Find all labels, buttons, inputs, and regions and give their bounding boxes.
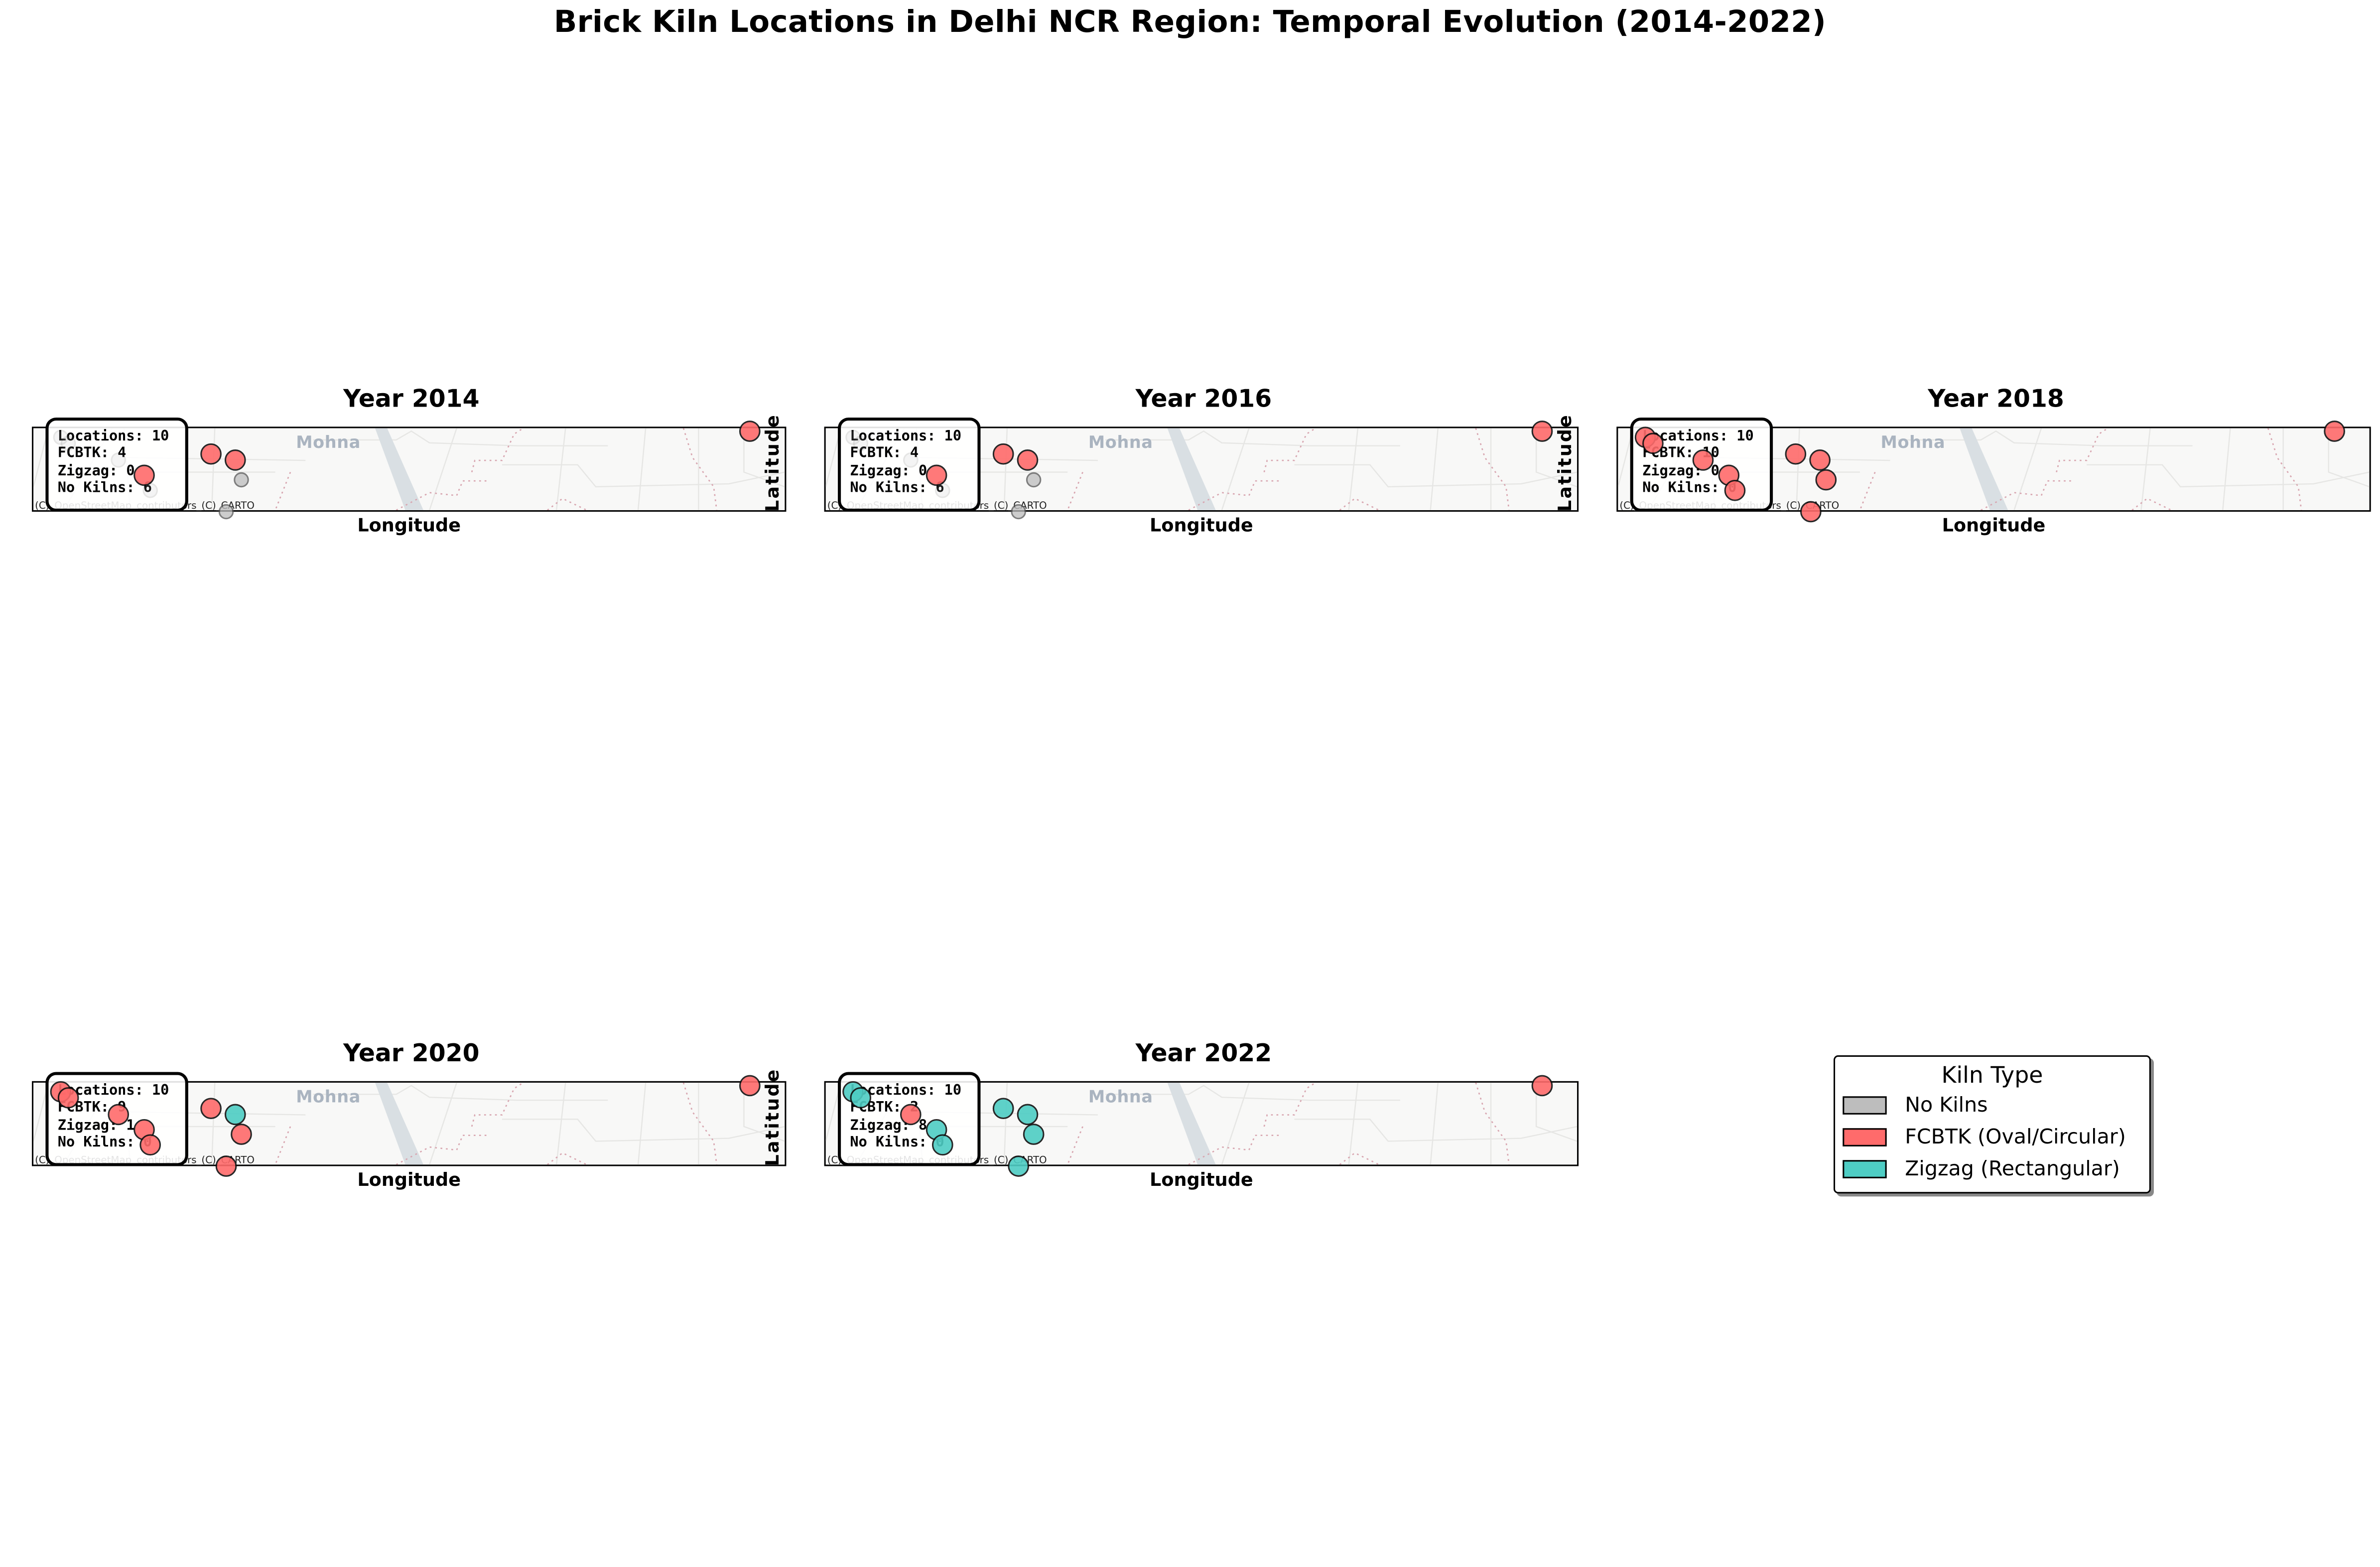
figure-title: Brick Kiln Locations in Delhi NCR Region…: [553, 3, 1827, 40]
kiln-marker-fcbtk-loc4[interactable]: [925, 465, 947, 487]
kiln-marker-fcbtk-loc4[interactable]: [132, 465, 154, 487]
map-axes[interactable]: Mohna (C)_OpenStreetMap_contributors_(C)…: [1616, 418, 2371, 523]
stats-no-kilns: No Kilns: 6: [850, 480, 944, 497]
kiln-marker-fcbtk-loc7[interactable]: [225, 449, 247, 470]
legend-label-zigzag: Zigzag (Rectangular): [1905, 1156, 2120, 1181]
map-axes[interactable]: Mohna (C)_OpenStreetMap_contributors_(C)…: [31, 418, 787, 520]
stats-no-kilns: No Kilns: 0: [850, 1135, 944, 1151]
legend-swatch-zigzag: [1843, 1159, 1887, 1178]
kiln-marker-fcbtk-loc10[interactable]: [1532, 1075, 1553, 1097]
stats-box: Locations: 10 FCBTK: 10 Zigzag: 0 No Kil…: [1630, 418, 1773, 512]
kiln-marker-fcbtk-loc10[interactable]: [739, 421, 761, 442]
subplot-title: Year 2018: [1928, 384, 2064, 413]
marker-layer: [33, 1075, 785, 1178]
kiln-marker-fcbtk-loc6[interactable]: [1785, 443, 1807, 464]
kiln-marker-none-loc8[interactable]: [1026, 471, 1042, 487]
kiln-marker-fcbtk-loc2[interactable]: [57, 1086, 79, 1108]
y-axis-label: Latitude: [762, 1068, 784, 1166]
place-label: Mohna: [296, 432, 361, 453]
stats-no-kilns: No Kilns: 0: [1642, 480, 1737, 497]
y-axis-label: Latitude: [1554, 414, 1576, 512]
kiln-marker-zigzag-loc8[interactable]: [1023, 1123, 1045, 1144]
stats-locations: Locations: 10: [57, 428, 169, 445]
legend-entry-fcbtk: FCBTK (Oval/Circular): [1835, 1121, 2149, 1152]
kiln-marker-none-loc2[interactable]: [853, 435, 868, 450]
kiln-marker-zigzag-loc7[interactable]: [1017, 1103, 1039, 1125]
river: [1960, 428, 2008, 510]
river: [375, 428, 424, 510]
legend-label-fcbtk: FCBTK (Oval/Circular): [1905, 1124, 2126, 1149]
basemap-tiles: [33, 1082, 785, 1165]
kiln-marker-fcbtk-loc5[interactable]: [138, 1135, 160, 1156]
subplot-title: Year 2016: [1135, 384, 1272, 413]
kiln-marker-zigzag-loc2[interactable]: [850, 1086, 871, 1108]
subplot-2014: Year 2014 Latitude: [0, 384, 790, 581]
x-axis-label: Longitude: [357, 515, 461, 536]
legend-entry-no-kilns: No Kilns: [1835, 1089, 2149, 1121]
kiln-marker-none-loc3[interactable]: [110, 452, 126, 468]
stats-no-kilns: No Kilns: 6: [57, 480, 152, 497]
legend-title: Kiln Type: [1941, 1061, 2043, 1089]
kiln-marker-fcbtk-loc8[interactable]: [231, 1123, 253, 1144]
river: [1167, 1082, 1216, 1165]
place-label: Mohna: [1088, 432, 1153, 453]
x-axis-label: Longitude: [1150, 1169, 1253, 1191]
basemap-tiles: [825, 1082, 1578, 1165]
kiln-marker-fcbtk-loc10[interactable]: [1532, 421, 1553, 442]
subplot-2022: Year 2022 Latitude: [762, 1038, 1582, 1236]
marker-layer: [1618, 421, 2369, 523]
kiln-marker-fcbtk-loc6[interactable]: [993, 443, 1015, 464]
y-axis-label: Latitude: [762, 414, 784, 512]
map-axes[interactable]: Mohna (C)_OpenStreetMap_contributors_(C)…: [824, 1072, 1579, 1178]
stats-no-kilns: No Kilns: 0: [57, 1135, 152, 1151]
place-label: Mohna: [1088, 1087, 1153, 1107]
kiln-marker-none-loc3[interactable]: [903, 452, 918, 468]
subplot-title: Year 2022: [1135, 1038, 1272, 1068]
kiln-marker-fcbtk-loc3[interactable]: [1692, 449, 1714, 471]
kiln-marker-none-loc2[interactable]: [60, 435, 76, 450]
kiln-marker-zigzag-loc5[interactable]: [931, 1135, 953, 1156]
kiln-marker-none-loc8[interactable]: [234, 471, 250, 487]
legend-swatch-no-kilns: [1843, 1095, 1887, 1114]
legend-entry-zigzag: Zigzag (Rectangular): [1835, 1152, 2149, 1184]
legend: Kiln Type No Kilns FCBTK (Oval/Circular)…: [1834, 1055, 2151, 1194]
river: [1167, 428, 1216, 510]
marker-layer: [826, 421, 1577, 520]
kiln-marker-fcbtk-loc9[interactable]: [216, 1156, 238, 1178]
kiln-marker-fcbtk-loc5[interactable]: [1723, 480, 1745, 502]
kiln-marker-fcbtk-loc10[interactable]: [739, 1075, 761, 1097]
subplot-2018: Year 2018 Latitude: [1554, 384, 2374, 581]
kiln-marker-fcbtk-loc6[interactable]: [201, 443, 222, 464]
map-axes[interactable]: Mohna (C)_OpenStreetMap_contributors_(C)…: [824, 418, 1579, 520]
kiln-marker-fcbtk-loc7[interactable]: [1017, 449, 1039, 470]
subplot-title: Year 2020: [343, 1038, 480, 1068]
legend-swatch-fcbtk: [1843, 1127, 1887, 1146]
map-axes[interactable]: Mohna (C)_OpenStreetMap_contributors_(C)…: [31, 1072, 787, 1178]
place-label: Mohna: [1880, 432, 1946, 453]
stats-locations: Locations: 10: [850, 428, 962, 445]
legend-label-no-kilns: No Kilns: [1905, 1092, 1988, 1117]
x-axis-label: Longitude: [1942, 515, 2046, 536]
x-axis-label: Longitude: [1150, 515, 1253, 536]
kiln-marker-zigzag-loc6[interactable]: [993, 1097, 1015, 1119]
subplot-title: Year 2014: [343, 384, 480, 413]
kiln-marker-fcbtk-loc7[interactable]: [1809, 449, 1831, 470]
kiln-marker-fcbtk-loc3[interactable]: [107, 1104, 129, 1126]
kiln-marker-zigzag-loc7[interactable]: [225, 1103, 247, 1125]
kiln-marker-fcbtk-loc10[interactable]: [2324, 421, 2346, 442]
kiln-marker-fcbtk-loc3[interactable]: [899, 1104, 921, 1126]
subplot-2020: Year 2020 Latitude: [0, 1038, 790, 1236]
subplot-2016: Year 2016 Latitude: [762, 384, 1582, 581]
river: [375, 1082, 424, 1165]
marker-layer: [826, 1075, 1577, 1178]
x-axis-label: Longitude: [357, 1169, 461, 1191]
kiln-marker-fcbtk-loc8[interactable]: [1815, 468, 1837, 490]
place-label: Mohna: [296, 1087, 361, 1107]
marker-layer: [33, 421, 785, 520]
kiln-marker-fcbtk-loc2[interactable]: [1642, 432, 1664, 453]
kiln-marker-fcbtk-loc6[interactable]: [201, 1097, 222, 1119]
